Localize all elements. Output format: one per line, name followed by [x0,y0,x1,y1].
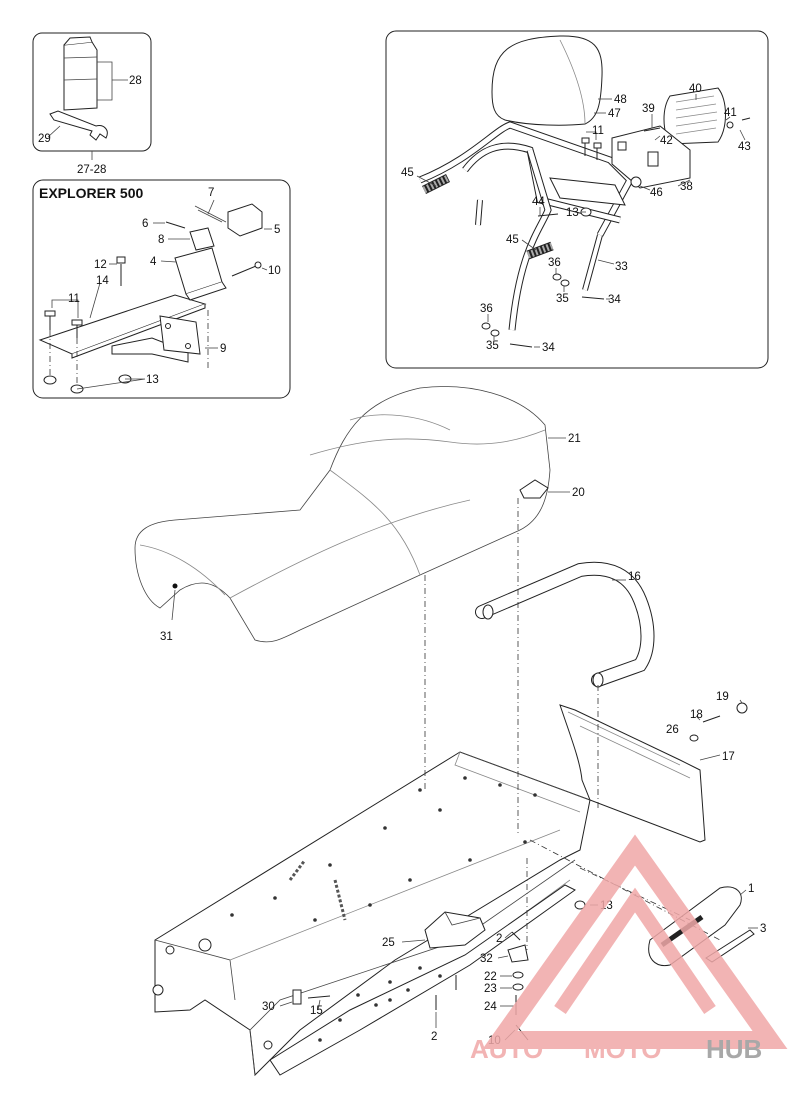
inset-kit-27-28: 28 29 27-28 [32,32,152,176]
label-19: 19 [716,691,729,703]
chassis-assembly: 13 2 25 32 22 23 24 30 15 10 2 [152,751,613,1077]
label-25: 25 [382,937,395,949]
label-39: 39 [642,103,655,115]
watermark-text-moto: MOTO [584,1034,662,1064]
label-43: 43 [738,141,751,153]
label-30: 30 [262,1001,275,1013]
label-3: 3 [760,923,766,935]
watermark-text-auto: AUTO [470,1034,543,1064]
label-46: 46 [650,187,663,199]
label-32: 32 [480,953,493,965]
label-23: 23 [484,983,497,995]
label-4: 4 [150,256,157,268]
label-11: 11 [68,293,80,305]
label-35a: 35 [556,293,569,305]
label-5: 5 [274,224,280,236]
label-44: 44 [532,196,545,208]
label-24: 24 [484,1001,497,1013]
tunnel-part [154,751,591,1077]
label-33: 33 [615,261,628,273]
label-21: 21 [568,433,581,445]
label-8: 8 [158,234,164,246]
label-18: 18 [690,709,703,721]
label-16: 16 [628,571,641,583]
label-2a: 2 [496,933,502,945]
label-2b: 2 [431,1031,437,1043]
label-6: 6 [142,218,148,230]
backrest-part [491,35,603,126]
label-36b: 36 [480,303,493,315]
label-1: 1 [748,883,754,895]
seat-assembly: 21 20 31 [134,386,585,643]
inset-title: EXPLORER 500 [39,185,143,201]
label-13: 13 [146,374,159,386]
label-12: 12 [94,259,107,271]
label-22: 22 [484,971,497,983]
mud-flap-part [559,704,706,843]
nut-part [43,375,57,385]
label-10: 10 [268,265,281,277]
label-42: 42 [660,135,673,147]
label-36a: 36 [548,257,561,269]
label-45a: 45 [401,167,414,179]
wrench-part [49,110,108,141]
kit-label: 27-28 [77,164,106,176]
label-28: 28 [129,75,142,87]
label-45b: 45 [506,234,519,246]
watermark-text-hub: HUB [706,1034,762,1064]
block-part [227,203,263,237]
label-7: 7 [208,187,214,199]
label-38: 38 [680,181,693,193]
label-9: 9 [220,343,226,355]
bracket-part [111,337,189,363]
grab-handle-assembly: 16 [475,561,655,688]
label-20: 20 [572,487,585,499]
label-31: 31 [160,631,173,643]
label-34b: 34 [542,342,555,354]
label-48: 48 [614,94,627,106]
label-13b: 13 [566,207,579,219]
inset-rack-assembly: 48 47 40 39 41 42 43 11 45 38 46 44 13 4… [385,30,769,369]
label-14: 14 [96,275,109,287]
label-34a: 34 [608,294,621,306]
label-29: 29 [38,133,51,145]
tool-pouch-part [63,41,98,111]
watermark-logo: AUTO MOTO HUB [470,834,788,1064]
mud-flap-assembly: 19 18 26 17 [559,691,748,843]
label-40: 40 [689,83,702,95]
tail-light-part [663,87,726,145]
label-41: 41 [724,107,737,119]
label-11b: 11 [592,125,604,137]
inset-explorer-500: EXPLORER 500 [32,179,291,399]
label-15: 15 [310,1005,323,1017]
seat-part [134,386,551,643]
label-17: 17 [722,751,735,763]
label-26: 26 [666,724,679,736]
label-35b: 35 [486,340,499,352]
seat-latch-part [519,479,549,499]
label-47: 47 [608,108,621,120]
